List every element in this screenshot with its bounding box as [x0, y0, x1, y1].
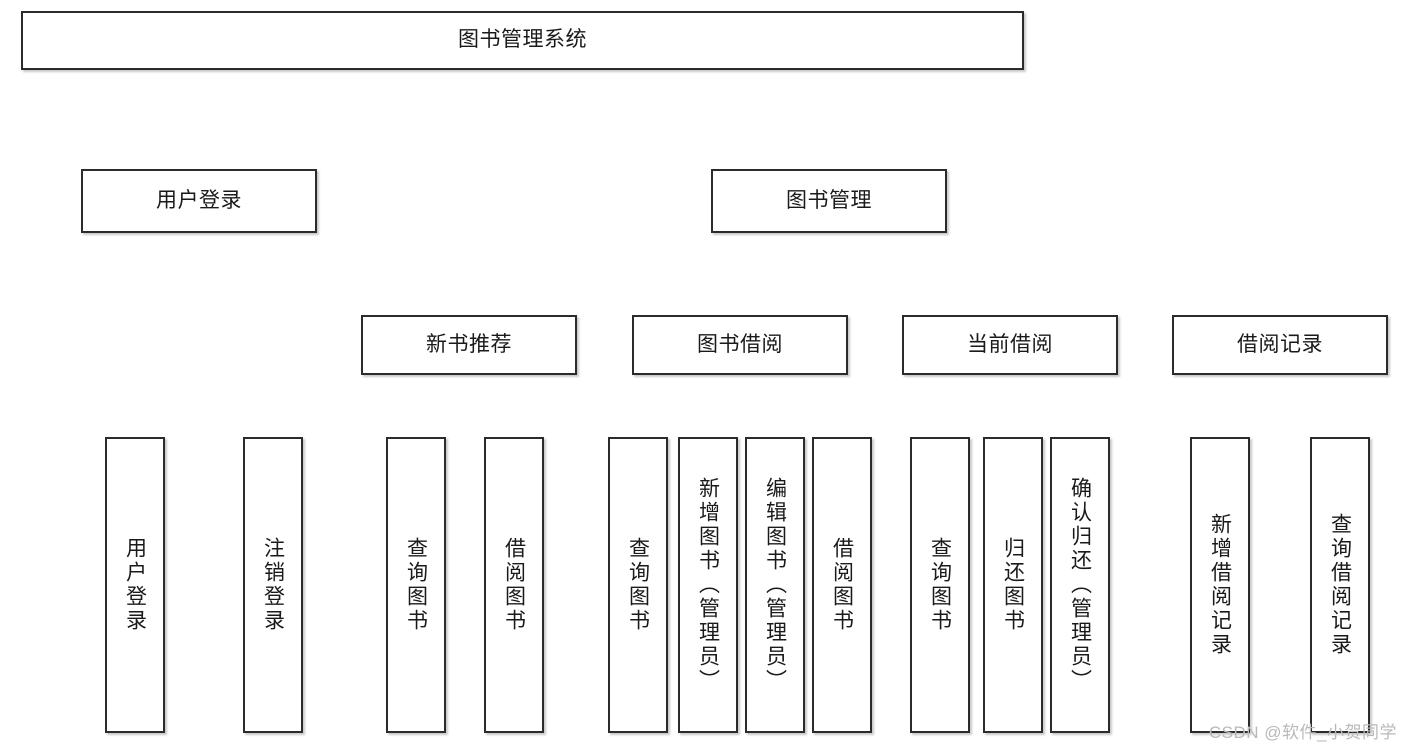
node-leaf-borrow-book-2[interactable]: 借阅图书	[812, 437, 872, 733]
node-label: 注销登录	[261, 537, 285, 633]
node-leaf-user-logout[interactable]: 注销登录	[243, 437, 303, 733]
node-label: 新书推荐	[426, 332, 512, 356]
node-label: 查询借阅记录	[1328, 513, 1352, 657]
node-label: 借阅图书	[830, 537, 854, 633]
node-label: 查询图书	[404, 537, 428, 633]
node-leaf-add-book[interactable]: 新增图书（管理员）	[678, 437, 738, 733]
node-leaf-query-book-1[interactable]: 查询图书	[386, 437, 446, 733]
node-label: 借阅图书	[502, 537, 526, 633]
node-label: 借阅记录	[1237, 332, 1323, 356]
node-leaf-user-login[interactable]: 用户登录	[105, 437, 165, 733]
node-label: 图书借阅	[697, 332, 783, 356]
node-leaf-edit-book[interactable]: 编辑图书（管理员）	[745, 437, 805, 733]
node-label: 当前借阅	[967, 332, 1053, 356]
node-book-borrow[interactable]: 图书借阅	[632, 315, 848, 375]
node-label: 新增借阅记录	[1208, 513, 1232, 657]
node-user-login[interactable]: 用户登录	[81, 169, 317, 233]
node-leaf-query-book-2[interactable]: 查询图书	[608, 437, 668, 733]
node-leaf-query-record[interactable]: 查询借阅记录	[1310, 437, 1370, 733]
node-borrow-record[interactable]: 借阅记录	[1172, 315, 1388, 375]
node-new-book-recommend[interactable]: 新书推荐	[361, 315, 577, 375]
node-leaf-query-book-3[interactable]: 查询图书	[910, 437, 970, 733]
node-label: 用户登录	[156, 188, 242, 212]
node-label: 用户登录	[123, 537, 147, 633]
node-label: 新增图书（管理员）	[696, 477, 720, 693]
node-current-borrow[interactable]: 当前借阅	[902, 315, 1118, 375]
node-label: 归还图书	[1001, 537, 1025, 633]
node-leaf-confirm-return[interactable]: 确认归还（管理员）	[1050, 437, 1110, 733]
node-label: 图书管理	[786, 188, 872, 212]
node-root[interactable]: 图书管理系统	[21, 11, 1024, 70]
node-label: 编辑图书（管理员）	[763, 477, 787, 693]
node-leaf-add-record[interactable]: 新增借阅记录	[1190, 437, 1250, 733]
node-leaf-return-book[interactable]: 归还图书	[983, 437, 1043, 733]
node-leaf-borrow-book-1[interactable]: 借阅图书	[484, 437, 544, 733]
node-book-manage[interactable]: 图书管理	[711, 169, 947, 233]
node-label: 确认归还（管理员）	[1068, 477, 1092, 693]
node-label: 图书管理系统	[458, 28, 587, 52]
node-label: 查询图书	[928, 537, 952, 633]
watermark-label: CSDN @软件_小贺同学	[1208, 723, 1397, 742]
node-label: 查询图书	[626, 537, 650, 633]
